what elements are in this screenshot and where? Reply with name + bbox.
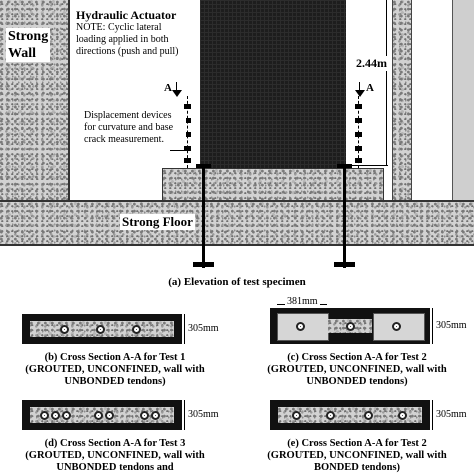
caption-line: BONDED tendons) [313,462,401,473]
section-arrow-left [176,82,177,94]
caption-line: (c) Cross Section A-A for Test 2 [287,352,427,363]
section-arrow-right [359,82,360,94]
section-arrow-left-head [172,90,182,97]
section-d-caption: (d) Cross Section A-A for Test 3 (GROUTE… [0,438,230,474]
elevation-caption: (a) Elevation of test specimen [168,276,306,288]
section-e-dim: 305mm [436,409,467,420]
actuator-note: NOTE: Cyclic lateral loading applied in … [76,22,179,57]
tendon-duct [62,411,71,420]
tendon-duct [326,411,335,420]
section-b-caption: (b) Cross Section A-A for Test 1 (GROUTE… [0,352,230,388]
caption-line: UNBONDED tendons) [64,376,166,387]
tendon-duct [392,322,401,331]
tendon-duct [40,411,49,420]
tendon-duct [364,411,373,420]
tendon-duct [94,411,103,420]
tendon-duct [105,411,114,420]
strong-wall-label: Strong Wall [6,28,51,62]
anchor-top-right [337,164,352,168]
elevation-figure: Strong Wall Strong Floor Hydraulic Actua… [0,0,474,288]
caption-line: (e) Cross Section A-A for Test 2 [287,438,427,449]
tendon-duct [96,325,105,334]
tendon-rod-left [202,164,205,268]
test-wall-specimen [200,0,346,170]
section-b-dim-line [184,314,185,344]
caption-line: UNBONDED tendons and [56,462,174,473]
caption-line: (GROUTED, UNCONFINED, wall with [25,450,205,461]
anchor-plate-right [334,262,355,267]
section-e-caption: (e) Cross Section A-A for Test 2 (GROUTE… [240,438,474,474]
section-marker-left: A [164,82,172,94]
section-e [270,400,430,430]
height-dimension-tick [348,165,388,166]
tendon-duct [398,411,407,420]
section-b [22,314,182,344]
section-c-dim-line [432,308,433,344]
tendon-duct [292,411,301,420]
strong-floor-label: Strong Floor [120,214,195,230]
section-arrow-right-head [355,90,365,97]
section-d-dim-line [184,400,185,430]
displacement-leader [170,150,184,151]
displacement-devices-left [184,96,192,168]
section-marker-right: A [366,82,374,94]
caption-line: (GROUTED, UNCONFINED, wall with [267,450,447,461]
reaction-frame-edge [452,0,474,200]
tendon-duct [140,411,149,420]
actuator-label: Hydraulic Actuator [76,8,177,22]
tendon-duct [60,325,69,334]
section-d-dim: 305mm [188,409,219,420]
tendon-duct [151,411,160,420]
anchor-plate-left [193,262,214,267]
tendon-rod-right [343,164,346,268]
caption-line: UNBONDED tendons) [306,376,408,387]
tendon-duct [132,325,141,334]
tendon-duct [296,322,305,331]
caption-line: (d) Cross Section A-A for Test 3 [44,438,186,449]
section-c-caption: (c) Cross Section A-A for Test 2 (GROUTE… [240,352,474,388]
strong-floor [0,200,474,246]
section-b-dim: 305mm [188,323,219,334]
caption-line: (GROUTED, UNCONFINED, wall with [267,364,447,375]
section-c-dim: 305mm [436,320,467,331]
section-d [22,400,182,430]
height-dimension-line [386,0,387,165]
section-c-width-dim: 381mm [285,296,320,307]
reaction-frame-post [392,0,412,200]
displacement-devices-right [355,96,363,168]
section-c [270,308,430,344]
height-label: 2.44m [354,56,389,71]
tendon-duct [51,411,60,420]
tendon-duct [346,322,355,331]
caption-line: (GROUTED, UNCONFINED, wall with [25,364,205,375]
wall-footing [162,168,384,202]
anchor-top-left [196,164,211,168]
section-e-dim-line [432,400,433,430]
displacement-note: Displacement devices for curvature and b… [82,110,186,146]
caption-line: (b) Cross Section A-A for Test 1 [44,352,186,363]
